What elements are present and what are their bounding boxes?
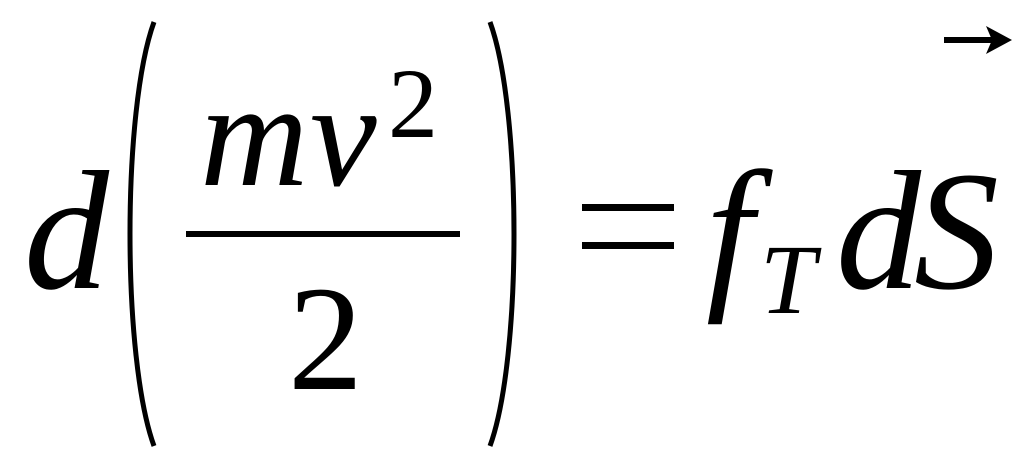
equals-bar-bottom bbox=[582, 242, 674, 249]
force-subscript: T bbox=[760, 224, 816, 335]
left-parenthesis bbox=[127, 21, 157, 447]
differential-d-right: d bbox=[836, 137, 921, 325]
differential-d-left: d bbox=[24, 137, 109, 325]
displacement-symbol: S bbox=[914, 137, 999, 325]
right-parenthesis bbox=[487, 21, 517, 447]
fraction-bar bbox=[186, 231, 460, 237]
denominator: 2 bbox=[288, 256, 363, 422]
numerator-mass-symbol: m bbox=[200, 52, 309, 218]
force-symbol: f bbox=[706, 137, 754, 325]
numerator-exponent: 2 bbox=[388, 48, 438, 159]
numerator-velocity-symbol: v bbox=[310, 52, 377, 218]
vector-arrow-graphic bbox=[944, 26, 1012, 54]
equals-bar-top bbox=[582, 204, 674, 211]
